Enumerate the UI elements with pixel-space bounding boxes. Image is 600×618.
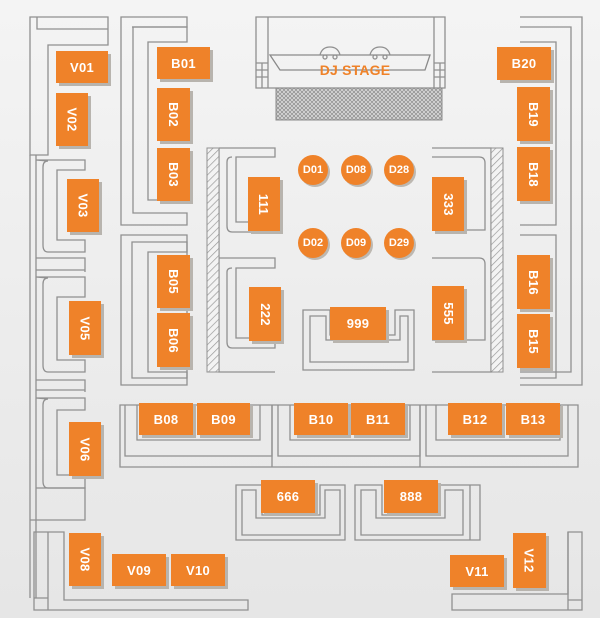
- table-label: V03: [75, 193, 91, 218]
- table-999[interactable]: 999: [330, 307, 386, 340]
- table-label: B15: [526, 328, 541, 354]
- table-888[interactable]: 888: [384, 480, 438, 513]
- table-label: B06: [166, 327, 181, 353]
- table-label: B16: [526, 269, 541, 295]
- table-v12[interactable]: V12: [513, 533, 546, 588]
- table-b15[interactable]: B15: [517, 314, 550, 368]
- table-b06[interactable]: B06: [157, 313, 190, 367]
- table-v09[interactable]: V09: [112, 554, 166, 586]
- table-b05[interactable]: B05: [157, 255, 190, 308]
- table-label: B20: [511, 56, 537, 71]
- table-label: 222: [257, 302, 273, 326]
- table-label: V05: [77, 315, 93, 341]
- table-b01[interactable]: B01: [157, 47, 210, 79]
- dance-spot-d28[interactable]: D28: [384, 155, 414, 185]
- table-label: B05: [166, 269, 181, 294]
- table-label: B12: [462, 411, 488, 427]
- table-label: V01: [69, 59, 95, 75]
- table-555[interactable]: 555: [432, 286, 464, 340]
- table-b02[interactable]: B02: [157, 88, 190, 141]
- dance-spot-d01[interactable]: D01: [298, 155, 328, 185]
- table-333[interactable]: 333: [432, 177, 464, 231]
- table-label: B02: [166, 102, 181, 127]
- table-b10[interactable]: B10: [294, 403, 348, 435]
- table-label: B09: [211, 411, 236, 427]
- table-label: B10: [308, 411, 334, 427]
- table-label: B18: [526, 161, 541, 187]
- hatched-wall-left: [206, 147, 220, 373]
- dj-stage-label: DJ STAGE: [319, 62, 391, 78]
- table-label: B11: [365, 411, 391, 427]
- table-b09[interactable]: B09: [197, 403, 250, 435]
- dance-spot-d02[interactable]: D02: [298, 228, 328, 258]
- dance-spot-d08[interactable]: D08: [341, 155, 371, 185]
- table-b18[interactable]: B18: [517, 147, 550, 201]
- table-b03[interactable]: B03: [157, 148, 190, 201]
- table-b16[interactable]: B16: [517, 255, 550, 309]
- table-b11[interactable]: B11: [351, 403, 405, 435]
- table-b13[interactable]: B13: [506, 403, 560, 435]
- table-v06[interactable]: V06: [69, 422, 101, 476]
- table-label: B01: [171, 55, 196, 71]
- table-label: V08: [77, 547, 93, 572]
- table-v03[interactable]: V03: [67, 179, 99, 232]
- table-label: 111: [256, 193, 272, 215]
- table-v05[interactable]: V05: [69, 301, 101, 355]
- table-label: V02: [64, 107, 80, 132]
- table-b20[interactable]: B20: [497, 47, 551, 80]
- dance-spot-d29[interactable]: D29: [384, 228, 414, 258]
- table-label: B13: [520, 411, 546, 427]
- table-label: V11: [465, 563, 489, 579]
- table-label: B19: [526, 101, 541, 127]
- table-label: 888: [399, 489, 423, 504]
- hatched-wall-right: [490, 147, 504, 373]
- stage-grille: [275, 87, 443, 121]
- table-b12[interactable]: B12: [448, 403, 502, 435]
- table-label: 666: [276, 489, 300, 504]
- table-label: B03: [166, 162, 181, 187]
- table-111[interactable]: 111: [248, 177, 280, 231]
- table-v11[interactable]: V11: [450, 555, 504, 587]
- table-v10[interactable]: V10: [171, 554, 225, 586]
- table-v01[interactable]: V01: [56, 51, 108, 83]
- table-label: V06: [77, 436, 93, 462]
- table-b08[interactable]: B08: [139, 403, 193, 435]
- table-666[interactable]: 666: [261, 480, 315, 513]
- table-label: V12: [522, 548, 537, 573]
- table-label: 555: [440, 301, 456, 325]
- dance-spot-d09[interactable]: D09: [341, 228, 371, 258]
- table-label: 999: [346, 316, 370, 331]
- table-v08[interactable]: V08: [69, 533, 101, 586]
- booth-outline-v01: [29, 16, 109, 156]
- table-label: V09: [126, 562, 152, 578]
- table-b19[interactable]: B19: [517, 87, 550, 141]
- table-label: V10: [185, 562, 211, 578]
- table-222[interactable]: 222: [249, 287, 281, 341]
- table-label: B08: [153, 411, 179, 427]
- table-label: 333: [440, 192, 456, 216]
- table-v02[interactable]: V02: [56, 93, 88, 146]
